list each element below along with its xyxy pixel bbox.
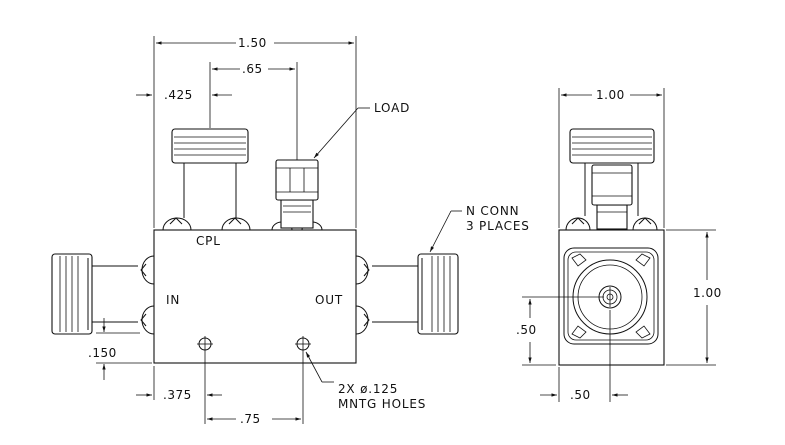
cpl-port-label: CPL — [196, 234, 221, 248]
dim-coupled-offset: .65 — [209, 62, 298, 160]
in-port-label: IN — [166, 293, 180, 307]
connector-callout: N CONN 3 PLACES — [429, 204, 530, 253]
dim-side-width: 1.00 — [558, 88, 665, 228]
cpl-flange-left — [162, 217, 192, 231]
holes-callout: 2X ø.125 MNTG HOLES — [305, 351, 426, 411]
in-connector — [51, 253, 155, 335]
dim-side-center-y-text: .50 — [516, 323, 537, 337]
connector-label-line2: 3 PLACES — [466, 219, 530, 233]
dim-hole-left: .375 — [136, 352, 222, 424]
out-connector — [355, 253, 459, 335]
dim-hole-spacing-text: .75 — [240, 412, 261, 426]
side-view: 1.00 1.00 .50 .50 — [516, 88, 722, 402]
mounting-hole-right — [295, 336, 311, 352]
housing-body — [153, 229, 357, 364]
dim-hole-left-text: .375 — [163, 388, 192, 402]
dim-coupled-left-text: .425 — [164, 88, 193, 102]
side-top-connector — [569, 128, 655, 164]
dim-coupled-left: .425 — [136, 88, 232, 102]
load-callout: LOAD — [313, 101, 410, 159]
holes-label-line2: MNTG HOLES — [338, 397, 426, 411]
load-termination — [271, 159, 323, 231]
dim-in-out-height: .150 — [88, 318, 152, 380]
cpl-connector — [171, 128, 249, 218]
dim-in-out-height-text: .150 — [88, 346, 117, 360]
dim-side-height-text: 1.00 — [693, 286, 722, 300]
dim-side-width-text: 1.00 — [596, 88, 625, 102]
dim-side-height: 1.00 — [666, 229, 722, 366]
side-housing-body — [558, 229, 665, 366]
holes-label-line1: 2X ø.125 — [338, 382, 398, 396]
dim-side-center-y: .50 — [516, 296, 604, 366]
load-label: LOAD — [374, 101, 410, 115]
connector-label-line1: N CONN — [466, 204, 519, 218]
mounting-hole-left — [197, 336, 213, 352]
dim-side-center-x: .50 — [540, 310, 628, 402]
dim-overall-width: 1.50 — [153, 36, 357, 228]
front-view: CPL IN OUT 1.50 .65 .425 — [51, 36, 530, 426]
out-port-label: OUT — [315, 293, 343, 307]
dim-coupled-offset-text: .65 — [242, 62, 263, 76]
cpl-flange-right — [221, 217, 251, 231]
dim-hole-spacing: .75 — [207, 352, 304, 426]
dim-side-center-x-text: .50 — [570, 388, 591, 402]
dim-overall-width-text: 1.50 — [238, 36, 267, 50]
